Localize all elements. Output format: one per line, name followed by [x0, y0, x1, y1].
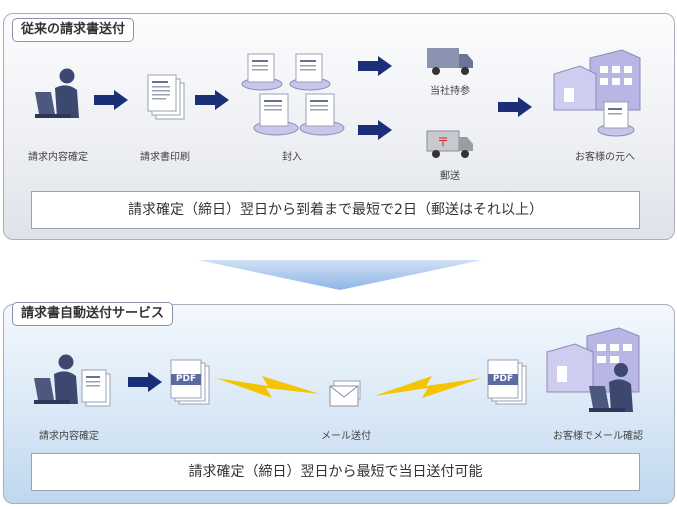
step-label-confirm: 請求内容確定: [28, 152, 88, 163]
truck-icon: [427, 48, 473, 75]
svg-text:〒: 〒: [437, 135, 449, 149]
pdf-label: PDF: [492, 374, 514, 384]
person-laptop-icon: [35, 68, 79, 118]
traditional-title: 従来の請求書送付: [12, 18, 135, 42]
step-label-enclose: 封入: [282, 152, 302, 163]
step-label-mail: メール送付: [321, 431, 371, 442]
arrow-right-icon: [358, 56, 392, 76]
building-icon: [553, 49, 641, 137]
arrow-right-icon: [195, 90, 229, 110]
route-label-own-delivery: 当社持参: [430, 86, 470, 97]
arrow-right-icon: [498, 97, 532, 117]
postal-truck-icon: 〒: [426, 130, 473, 158]
pdf-label: PDF: [175, 374, 197, 384]
arrow-right-icon: [94, 90, 128, 110]
automatic-title: 請求書自動送付サービス: [12, 302, 174, 326]
down-transition-arrow: [198, 260, 482, 290]
arrow-right-icon: [128, 372, 162, 392]
enclosed-documents-icon: [241, 53, 345, 136]
arrow-right-icon: [358, 120, 392, 140]
route-label-post: 郵送: [440, 171, 460, 182]
lightning-icon: [216, 376, 320, 398]
automatic-summary: 請求確定（締日）翌日から最短で当日送付可能: [31, 453, 640, 491]
traditional-summary: 請求確定（締日）翌日から到着まで最短で2日（郵送はそれ以上）: [31, 191, 640, 229]
pdf-document-icon: [487, 359, 527, 405]
building-icon: [546, 327, 640, 412]
person-laptop-icon: [34, 354, 111, 407]
step-label-customer-mail: お客様でメール確認: [553, 431, 643, 442]
step-label-confirm: 請求内容確定: [39, 431, 99, 442]
envelope-icon: [329, 380, 361, 407]
document-stack-icon: [147, 74, 185, 120]
step-label-print: 請求書印刷: [140, 152, 190, 163]
lightning-icon: [374, 376, 482, 398]
step-label-customer: お客様の元へ: [575, 152, 635, 163]
pdf-document-icon: [170, 359, 210, 405]
